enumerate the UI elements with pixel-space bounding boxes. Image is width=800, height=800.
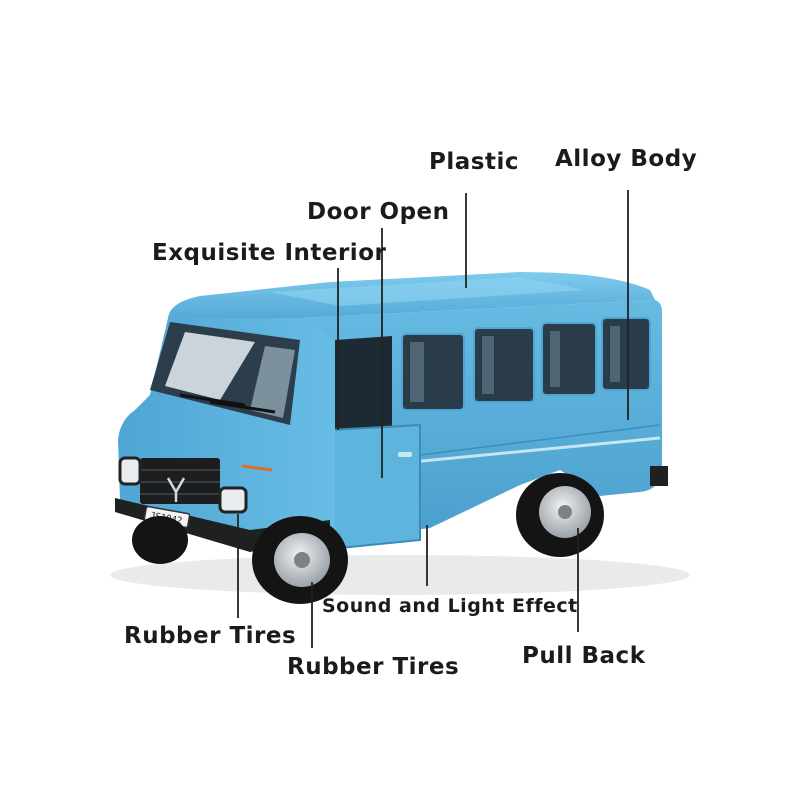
rear-wheel (516, 473, 604, 557)
label-door-open: Door Open (307, 199, 450, 225)
window-glare (410, 326, 620, 402)
label-pull-back: Pull Back (522, 643, 646, 669)
rear-bumper (650, 466, 668, 486)
label-rubber-tires-side: Rubber Tires (287, 654, 460, 680)
door-opening (335, 336, 392, 432)
ground-shadow (110, 555, 690, 595)
label-rubber-tires-front: Rubber Tires (124, 623, 297, 649)
label-sound-light-effect: Sound and Light Effect (322, 595, 578, 617)
label-exquisite-interior: Exquisite Interior (152, 240, 387, 266)
label-plastic: Plastic (429, 149, 519, 175)
front-wheel (252, 516, 348, 604)
roof-panel (270, 277, 585, 306)
left-headlight (118, 456, 142, 486)
emblem (166, 477, 186, 502)
right-headlight (218, 486, 248, 514)
front-left-wheel (132, 516, 188, 564)
pointer-lines (237, 190, 629, 648)
open-door (328, 423, 421, 550)
label-alloy-body: Alloy Body (555, 146, 698, 172)
